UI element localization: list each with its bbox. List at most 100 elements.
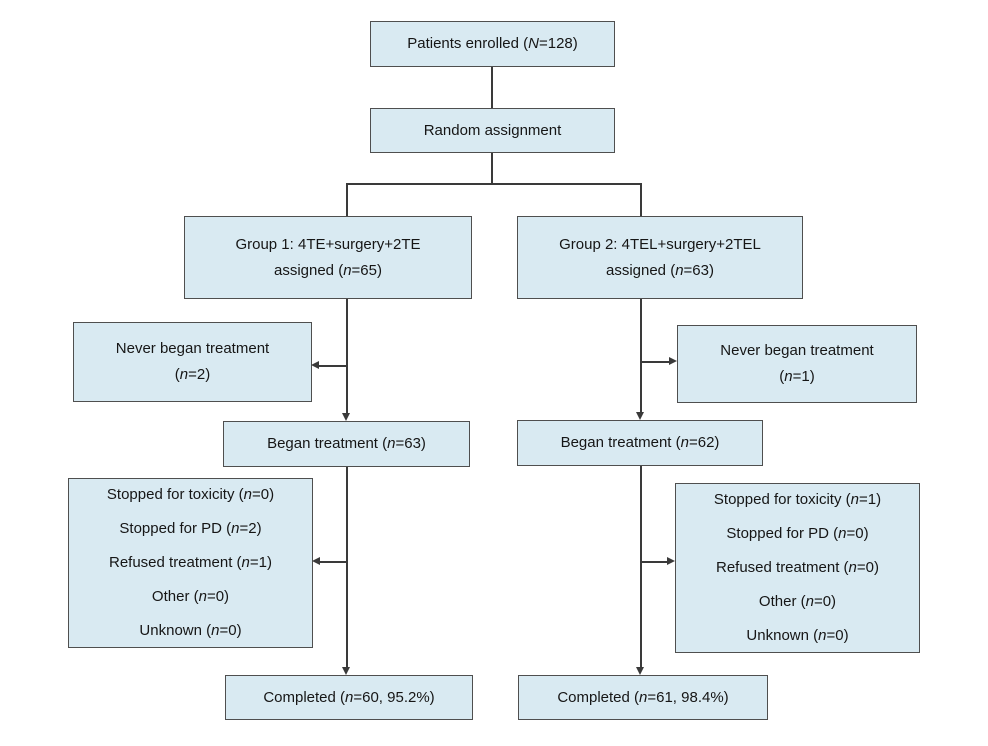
text-segment: =0) bbox=[251, 486, 275, 503]
italic-variable: n bbox=[241, 554, 250, 571]
reasons2-line-toxicity: Stopped for toxicity (n=1) bbox=[714, 483, 881, 517]
text-segment: =60, 95.2%) bbox=[353, 688, 435, 706]
text-segment: =0) bbox=[813, 593, 837, 610]
italic-variable: n bbox=[805, 593, 814, 610]
text-segment: =63) bbox=[395, 435, 426, 452]
reasons1-line-toxicity: Stopped for toxicity (n=0) bbox=[107, 478, 274, 512]
text-segment: Stopped for PD ( bbox=[119, 520, 232, 537]
connector-random-down bbox=[491, 153, 493, 184]
italic-variable: n bbox=[387, 435, 396, 452]
italic-variable: n bbox=[343, 261, 352, 279]
connector-branch-reasons1 bbox=[320, 561, 347, 563]
never1-line1: Never began treatment bbox=[115, 340, 270, 357]
reasons1-line-refused: Refused treatment (n=1) bbox=[109, 546, 272, 580]
text-segment: Completed ( bbox=[263, 688, 346, 706]
began2-label: Began treatment (n=62) bbox=[561, 430, 720, 456]
never2-line2: (n=1) bbox=[779, 364, 814, 390]
arrowhead-right-reasons2 bbox=[667, 557, 675, 565]
connector-began2-to-completed2 bbox=[640, 466, 642, 667]
italic-variable: n bbox=[818, 627, 827, 644]
node-completed-group1: Completed (n=60, 95.2%) bbox=[225, 675, 473, 720]
began1-label: Began treatment (n=63) bbox=[267, 431, 426, 457]
node-discontinuation-reasons-group1: Stopped for toxicity (n=0) Stopped for P… bbox=[68, 478, 313, 648]
never2-line1: Never began treatment bbox=[720, 342, 874, 359]
italic-variable: n bbox=[784, 368, 793, 385]
reasons2-line-other: Other (n=0) bbox=[759, 585, 836, 619]
arrowhead-down-completed1 bbox=[342, 667, 350, 675]
completed1-label: Completed (n=60, 95.2%) bbox=[263, 685, 434, 711]
text-segment: Stopped for toxicity ( bbox=[713, 491, 851, 508]
text-segment: =1) bbox=[792, 368, 815, 385]
node-never-began-group2: Never began treatment (n=1) bbox=[677, 325, 917, 403]
italic-variable: n bbox=[211, 622, 220, 639]
text-segment: Began treatment ( bbox=[267, 435, 388, 452]
connector-branch-never1 bbox=[319, 365, 347, 367]
text-segment: assigned ( bbox=[605, 261, 676, 279]
italic-variable: n bbox=[680, 434, 689, 451]
arrowhead-down-began2 bbox=[636, 412, 644, 420]
reasons1-line-pd: Stopped for PD (n=2) bbox=[119, 512, 261, 546]
text-segment: Stopped for toxicity ( bbox=[106, 486, 244, 503]
italic-variable: n bbox=[243, 486, 252, 503]
arrowhead-down-began1 bbox=[342, 413, 350, 421]
text-segment: =2) bbox=[188, 366, 211, 383]
text-segment: Unknown ( bbox=[746, 627, 819, 644]
connector-split-horizontal bbox=[346, 183, 642, 185]
text-segment: Other ( bbox=[758, 593, 806, 610]
reasons1-line-other: Other (n=0) bbox=[152, 580, 229, 614]
italic-variable: n bbox=[198, 588, 207, 605]
connector-branch-reasons2 bbox=[641, 561, 667, 563]
text-segment: Refused treatment ( bbox=[108, 554, 242, 571]
reasons1-line-unknown: Unknown (n=0) bbox=[139, 614, 241, 648]
node-completed-group2: Completed (n=61, 98.4%) bbox=[518, 675, 768, 720]
node-patients-enrolled: Patients enrolled (N=128) bbox=[370, 21, 615, 67]
text-segment: =63) bbox=[683, 261, 714, 279]
text-segment: Patients enrolled ( bbox=[407, 35, 529, 52]
italic-variable: n bbox=[345, 688, 354, 706]
arrowhead-left-never1 bbox=[311, 361, 319, 369]
text-segment: ( bbox=[779, 368, 785, 385]
text-segment: =1) bbox=[858, 491, 882, 508]
connector-group1-to-began1 bbox=[346, 299, 348, 413]
node-never-began-group1: Never began treatment (n=2) bbox=[73, 322, 312, 402]
group1-line1: Group 1: 4TE+surgery+2TE bbox=[235, 235, 421, 253]
connector-branch-never2 bbox=[641, 361, 669, 363]
text-segment: =0) bbox=[846, 525, 869, 542]
italic-variable: N bbox=[528, 35, 539, 52]
arrowhead-down-completed2 bbox=[636, 667, 644, 675]
group1-line2: assigned (n=65) bbox=[274, 258, 382, 284]
text-segment: =0) bbox=[856, 559, 879, 576]
text-segment: Unknown ( bbox=[139, 622, 212, 639]
node-random-assignment: Random assignment bbox=[370, 108, 615, 153]
italic-variable: n bbox=[848, 559, 857, 576]
text-segment: =128) bbox=[538, 35, 578, 52]
group2-line2: assigned (n=63) bbox=[606, 258, 714, 284]
connector-drop-to-group1 bbox=[346, 183, 348, 216]
group2-line1: Group 2: 4TEL+surgery+2TEL bbox=[559, 235, 761, 253]
completed2-label: Completed (n=61, 98.4%) bbox=[557, 685, 728, 711]
reasons2-line-pd: Stopped for PD (n=0) bbox=[726, 517, 868, 551]
patients-enrolled-label: Patients enrolled (N=128) bbox=[407, 31, 578, 57]
node-began-treatment-group2: Began treatment (n=62) bbox=[517, 420, 763, 466]
text-segment: Stopped for PD ( bbox=[726, 525, 839, 542]
text-segment: =0) bbox=[206, 588, 230, 605]
arrowhead-left-reasons1 bbox=[312, 557, 320, 565]
text-segment: =1) bbox=[249, 554, 272, 571]
node-began-treatment-group1: Began treatment (n=63) bbox=[223, 421, 470, 467]
node-group1-assigned: Group 1: 4TE+surgery+2TE assigned (n=65) bbox=[184, 216, 472, 299]
italic-variable: n bbox=[675, 261, 684, 279]
never1-line2: (n=2) bbox=[175, 362, 210, 388]
text-segment: =65) bbox=[351, 261, 382, 279]
text-segment: =61, 98.4%) bbox=[647, 688, 729, 706]
connector-group2-to-began2 bbox=[640, 299, 642, 412]
italic-variable: n bbox=[231, 520, 240, 537]
connector-enrolled-to-random bbox=[491, 67, 493, 108]
reasons2-line-refused: Refused treatment (n=0) bbox=[716, 551, 879, 585]
node-discontinuation-reasons-group2: Stopped for toxicity (n=1) Stopped for P… bbox=[675, 483, 920, 653]
text-segment: assigned ( bbox=[273, 261, 344, 279]
connector-began1-to-completed1 bbox=[346, 467, 348, 667]
random-assignment-label: Random assignment bbox=[423, 121, 562, 139]
text-segment: =0) bbox=[219, 622, 242, 639]
text-segment: Other ( bbox=[151, 588, 199, 605]
